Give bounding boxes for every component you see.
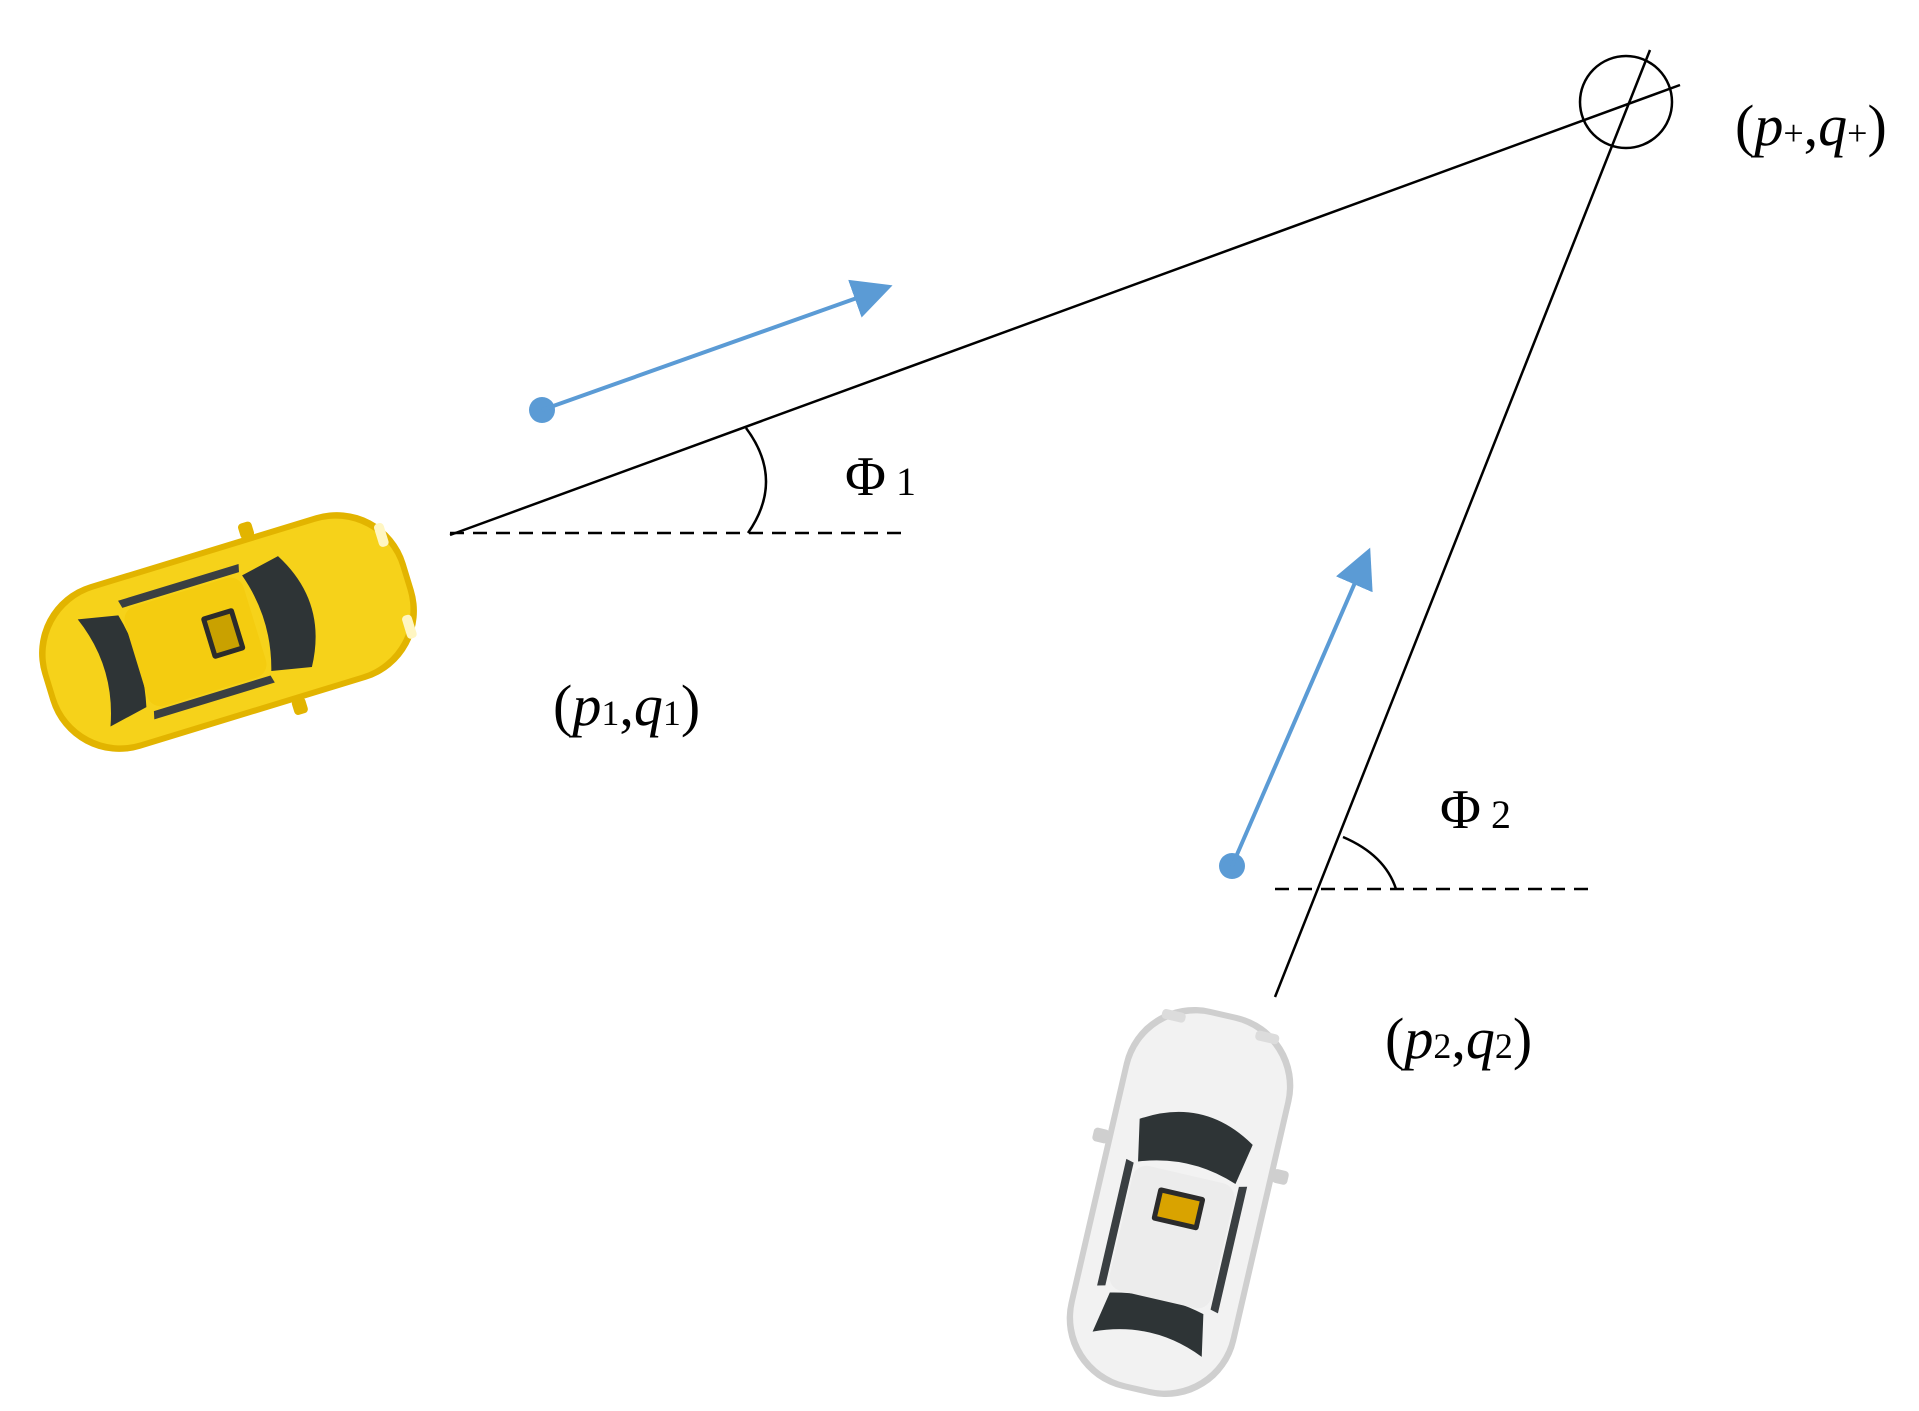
- label-target-point: (p+,q+): [1735, 93, 1887, 158]
- yellow-taxi-icon: [39, 512, 417, 752]
- angle-arc-1: [744, 427, 768, 534]
- velocity-arrow-2: [1219, 547, 1373, 879]
- target-circle-icon: [1578, 54, 1674, 150]
- velocity-arrow-1: [529, 279, 893, 423]
- bearing-line-1: [449, 83, 1681, 537]
- white-taxi-icon: [1066, 1007, 1294, 1397]
- label-car1-point: (p1,q1): [553, 673, 700, 738]
- label-car2-point: (p2,q2): [1385, 1006, 1532, 1071]
- angle-arc-2: [1342, 835, 1398, 890]
- bearing-line-2: [1273, 49, 1652, 998]
